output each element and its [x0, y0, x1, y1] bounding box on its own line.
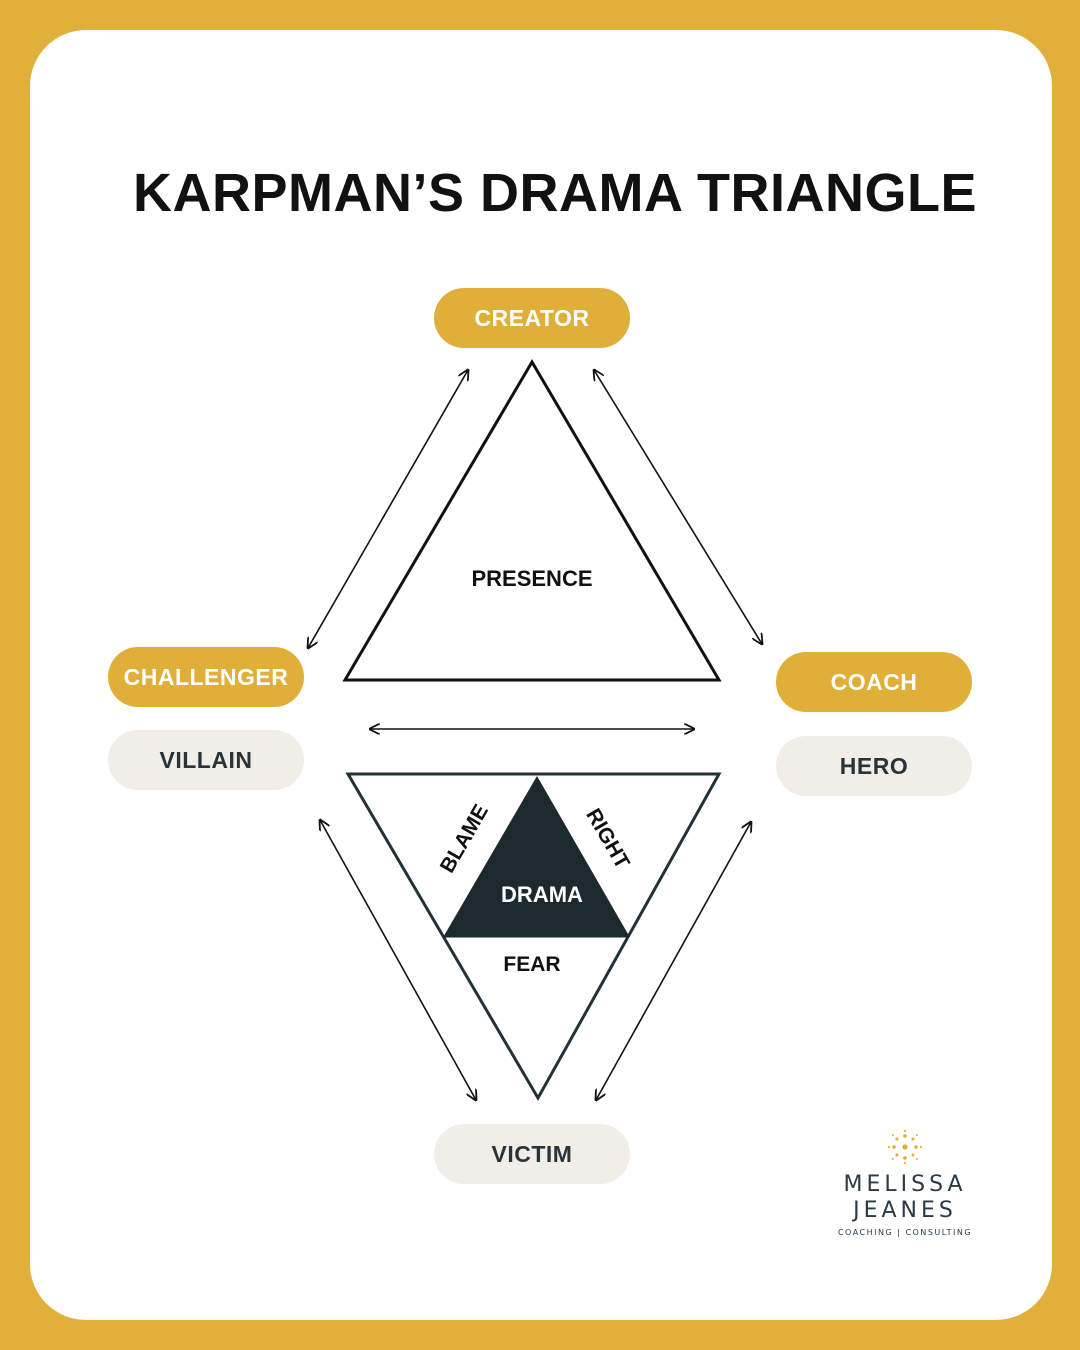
- brand-logo: MELISSA JEANES COACHING | CONSULTING: [820, 1130, 990, 1237]
- hero-pill: HERO: [776, 736, 972, 796]
- arrow-hero-victim: [596, 822, 751, 1100]
- logo-name-last: JEANES: [853, 1198, 957, 1223]
- drama-label: DRAMA: [501, 882, 583, 907]
- fear-label: FEAR: [503, 953, 560, 976]
- villain-pill: VILLAIN: [108, 730, 304, 790]
- page-title: KARPMAN’S DRAMA TRIANGLE: [133, 163, 977, 223]
- arrow-creator-challenger: [308, 370, 468, 648]
- arrow-creator-coach: [594, 370, 762, 644]
- presence-label: PRESENCE: [471, 566, 592, 591]
- presence-triangle: [342, 359, 722, 682]
- victim-pill: VICTIM: [434, 1124, 630, 1184]
- logo-name-first: MELISSA: [843, 1172, 967, 1197]
- logo-tagline: COACHING | CONSULTING: [837, 1228, 973, 1237]
- challenger-pill: CHALLENGER: [108, 647, 304, 707]
- coach-pill: COACH: [776, 652, 972, 712]
- arrow-villain-victim: [320, 820, 476, 1100]
- logo-burst-icon: [887, 1129, 923, 1165]
- creator-pill: CREATOR: [434, 288, 630, 348]
